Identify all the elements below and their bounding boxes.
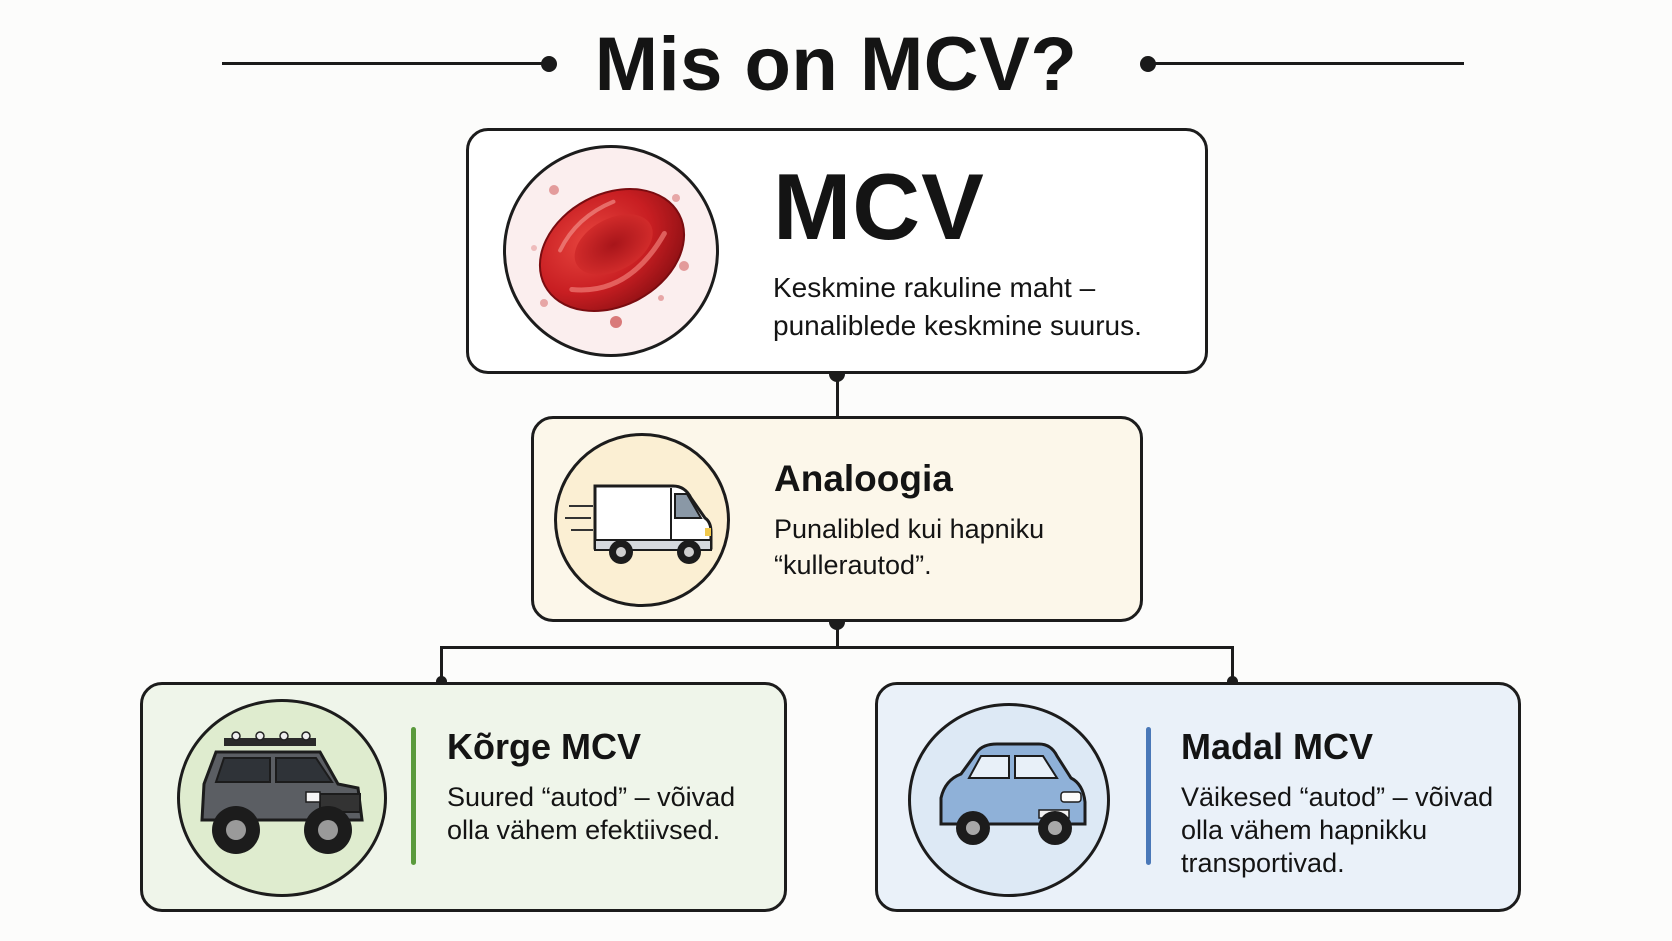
- connector-node-right: [1227, 676, 1238, 687]
- analogy-heading: Analoogia: [774, 458, 953, 499]
- red-blood-cell-icon: [503, 145, 719, 357]
- low-mcv-heading: Madal MCV: [1181, 726, 1374, 767]
- connector-mcv-analogy: [836, 374, 839, 418]
- title-rule-right: [1150, 62, 1464, 65]
- mcv-description: Keskmine rakuline maht – punaliblede kes…: [773, 269, 1193, 345]
- mcv-description-line-2: punaliblede keskmine suurus.: [773, 310, 1142, 341]
- mcv-definition-card: MCV Keskmine rakuline maht – punaliblede…: [466, 128, 1208, 374]
- title-rule-left: [222, 62, 550, 65]
- low-mcv-description-line-2: olla vähem hapnikku: [1181, 815, 1428, 845]
- connector-branch-right: [1231, 646, 1234, 682]
- analogy-description-line-2: “kullerautod”.: [774, 550, 932, 580]
- suv-icon: [177, 699, 387, 897]
- title-rule-right-dot: [1140, 56, 1156, 72]
- connector-branch-left: [440, 646, 443, 682]
- high-mcv-card: Kõrge MCV Suured “autod” – võivad olla v…: [140, 682, 787, 912]
- mcv-description-line-1: Keskmine rakuline maht –: [773, 272, 1096, 303]
- low-mcv-description-line-3: transportivad.: [1181, 848, 1345, 878]
- analogy-description-line-1: Punalibled kui hapniku: [774, 514, 1045, 544]
- high-mcv-description-line-1: Suured “autod” – võivad: [447, 782, 736, 812]
- mcv-heading: MCV: [773, 154, 985, 259]
- delivery-van-icon: [554, 433, 730, 607]
- high-mcv-description: Suured “autod” – võivad olla vähem efekt…: [447, 781, 767, 847]
- low-mcv-card: Madal MCV Väikesed “autod” – võivad olla…: [875, 682, 1521, 912]
- high-mcv-accent-bar: [411, 727, 416, 865]
- analogy-description: Punalibled kui hapniku “kullerautod”.: [774, 511, 1114, 583]
- page-title: Mis on MCV?: [594, 22, 1078, 107]
- connector-analogy-stem: [836, 622, 839, 648]
- high-mcv-description-line-2: olla vähem efektiivsed.: [447, 815, 721, 845]
- high-mcv-heading: Kõrge MCV: [447, 726, 642, 767]
- title-rule-left-dot: [541, 56, 557, 72]
- connector-branch: [440, 646, 1234, 649]
- low-mcv-description: Väikesed “autod” – võivad olla vähem hap…: [1181, 781, 1511, 880]
- small-car-icon: [908, 703, 1110, 897]
- low-mcv-description-line-1: Väikesed “autod” – võivad: [1181, 782, 1494, 812]
- connector-node-left: [436, 676, 447, 687]
- analogy-card: Analoogia Punalibled kui hapniku “kuller…: [531, 416, 1143, 622]
- low-mcv-accent-bar: [1146, 727, 1151, 865]
